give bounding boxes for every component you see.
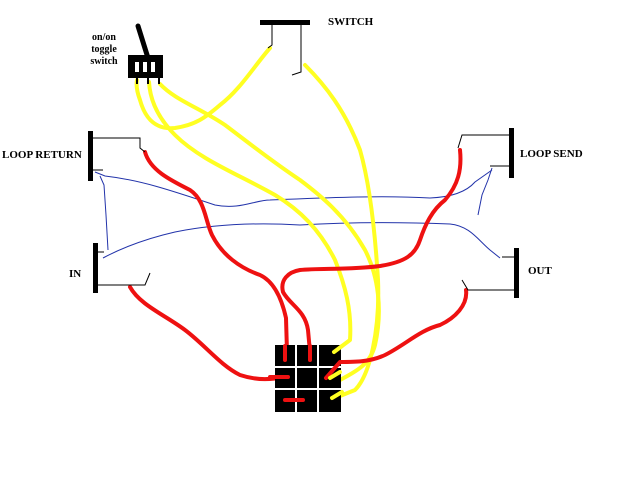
yellow-wires: [134, 46, 381, 400]
ground-wire-left-link: [99, 175, 109, 251]
toggle-terminal-1: [135, 62, 139, 72]
ground-wire-right-link: [477, 167, 493, 216]
red-wire-loop-send: [280, 148, 463, 354]
out-jack: [461, 248, 519, 298]
toggle-label-line1: on/on: [92, 32, 116, 43]
in-plate: [93, 243, 98, 293]
loop-send-plate: [509, 128, 514, 178]
switch-label: SWITCH: [328, 16, 374, 28]
footswitch-jack: [260, 20, 310, 76]
yellow-wire-2: [147, 80, 353, 354]
out-plate: [514, 248, 519, 298]
wire-terminations: [268, 344, 344, 402]
out-lug-tip: [461, 279, 514, 291]
loop-send-jack: [457, 128, 514, 178]
yellow-wire-4: [303, 63, 381, 400]
yellow-termination-1: [332, 344, 344, 354]
loop-return-plate: [88, 131, 93, 181]
ground-wire-top: [94, 169, 493, 207]
yellow-termination-3: [330, 390, 344, 400]
loop-send-label: LOOP SEND: [520, 148, 583, 160]
toggle-terminal-2: [143, 62, 147, 72]
loop-return-lug-tip: [93, 137, 146, 153]
toggle-label-line2: toggle: [91, 44, 117, 55]
red-termination-4: [324, 360, 342, 380]
toggle-label-line3: switch: [90, 56, 118, 67]
yellow-wire-1: [134, 46, 272, 131]
out-label: OUT: [528, 265, 552, 277]
red-wire-in: [128, 285, 285, 382]
loop-send-lug-tip: [457, 134, 509, 149]
loop-return-label: LOOP RETURN: [2, 149, 82, 161]
in-jack: [93, 243, 151, 293]
toggle-switch-label: on/on toggle switch: [80, 32, 128, 68]
in-label: IN: [69, 268, 82, 280]
toggle-terminal-3: [151, 62, 155, 72]
loop-return-jack: [88, 131, 146, 181]
footswitch-lug-right: [291, 25, 302, 76]
footswitch-bar: [260, 20, 310, 25]
red-wire-out: [338, 288, 469, 364]
in-lug-tip: [98, 272, 151, 286]
red-wire-loop-return: [143, 150, 289, 354]
toggle-lever: [135, 23, 151, 61]
yellow-termination-2: [328, 370, 342, 380]
ground-wire-bottom: [102, 222, 501, 259]
footswitch-lug-left: [267, 25, 273, 49]
ground-wires: [94, 167, 501, 259]
toggle-switch: [128, 23, 163, 84]
